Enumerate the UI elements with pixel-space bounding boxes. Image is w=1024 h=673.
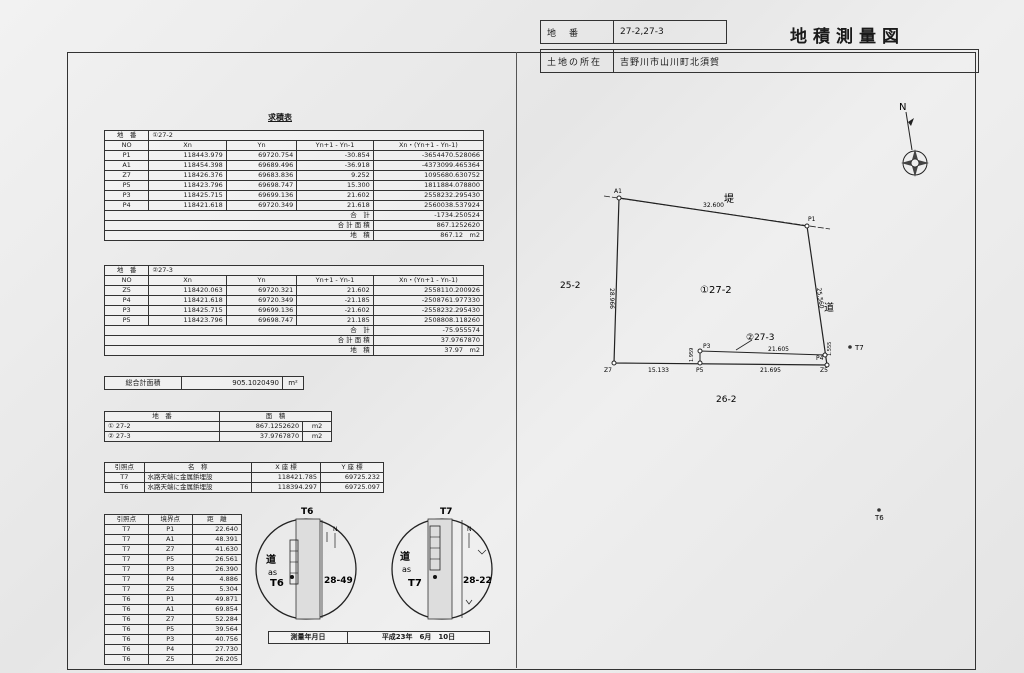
detail-t6: T6 道 as T6 28-49 N [255, 507, 357, 620]
reference-cell: 水路天端に金属鋲埋設 [143, 482, 252, 493]
dim-bottom2: 21.695 [760, 367, 781, 374]
location-value: 吉野川市山川町北須賀 [613, 49, 979, 73]
chiban-value: 27-2,27-3 [613, 20, 727, 44]
detail-t7-north: N [467, 526, 472, 533]
dim-top: 32.600 [703, 202, 724, 209]
chiban-label: 地 番 [540, 20, 614, 44]
detail-t7-point: T7 [408, 578, 422, 589]
dim-p3p4: 21.605 [768, 346, 789, 353]
survey-date-table: 測量年月日 平成23年 6月 10日 [268, 631, 490, 644]
summary-cell: m2 [302, 431, 332, 442]
detail-t6-parcel: 28-49 [324, 576, 353, 586]
total-unit: m² [282, 376, 304, 390]
compass-icon: N [899, 102, 929, 177]
detail-t6-point: T6 [270, 578, 284, 589]
south-parcel-label: 26-2 [716, 395, 736, 405]
dim-left: 28.966 [608, 288, 615, 309]
point-t6: T6 [874, 514, 884, 522]
parcel-map: A1 P1 Z7 P5 P3 P4 Z5 T7 T6 32.600 28.966… [560, 188, 884, 522]
reference-cell: 118394.297 [250, 482, 322, 493]
location-label: 土地の所在 [540, 49, 614, 73]
page-title: 地積測量図 [790, 27, 905, 47]
detail-t7-top-label: T7 [440, 507, 452, 517]
road-label: 道 [824, 301, 834, 314]
table2-chiseki-value: 37.97 m2 [372, 345, 485, 356]
total-value: 905.1020490 [181, 376, 283, 390]
summary-cell: 37.9767870 [218, 431, 304, 442]
table1-chiseki-value: 867.12 m2 [372, 230, 485, 241]
point-p3: P3 [703, 343, 711, 350]
point-z5: Z5 [820, 367, 828, 374]
dim-right: 25.560 [815, 287, 825, 309]
point-p5: P5 [696, 367, 704, 374]
detail-t7-as: as [402, 565, 411, 574]
dim-p3-offset: 1.959 [689, 348, 695, 362]
detail-t7-road: 道 [400, 550, 410, 563]
point-t7: T7 [854, 344, 864, 352]
header-table: 地 番 27-2,27-3 [540, 20, 727, 44]
distance-cell: 26.205 [191, 654, 243, 665]
dim-z5p4: 1.555 [827, 342, 833, 356]
compass-north-label: N [899, 102, 906, 113]
detail-t7: T7 道 as T7 28-22 N [391, 507, 493, 620]
kyuseki-title: 求積表 [268, 113, 292, 122]
point-z7: Z7 [604, 367, 612, 374]
point-p1: P1 [808, 216, 816, 223]
detail-t7-parcel: 28-22 [463, 576, 492, 586]
reference-cell: 69725.097 [320, 482, 384, 493]
total-area-table: 総合計面積 905.1020490 m² [104, 376, 304, 390]
detail-t6-road: 道 [266, 553, 276, 566]
detail-t6-as: as [268, 568, 277, 577]
point-a1: A1 [614, 188, 622, 195]
parcel-27-3-label: ②27-3 [746, 333, 775, 343]
levee-label: 堤 [724, 193, 734, 205]
parcel-27-2-label: ①27-2 [700, 285, 732, 296]
detail-t6-north: N [333, 526, 338, 533]
location-table: 土地の所在 吉野川市山川町北須賀 [540, 49, 979, 73]
frame-divider [516, 52, 517, 668]
west-parcel-label: 25-2 [560, 281, 580, 291]
survey-date-value: 平成23年 6月 10日 [347, 631, 490, 644]
drawing-frame [67, 52, 976, 670]
point-p4: P4 [816, 355, 824, 362]
dim-bottom1: 15.133 [648, 367, 669, 374]
detail-t6-top-label: T6 [301, 507, 313, 517]
